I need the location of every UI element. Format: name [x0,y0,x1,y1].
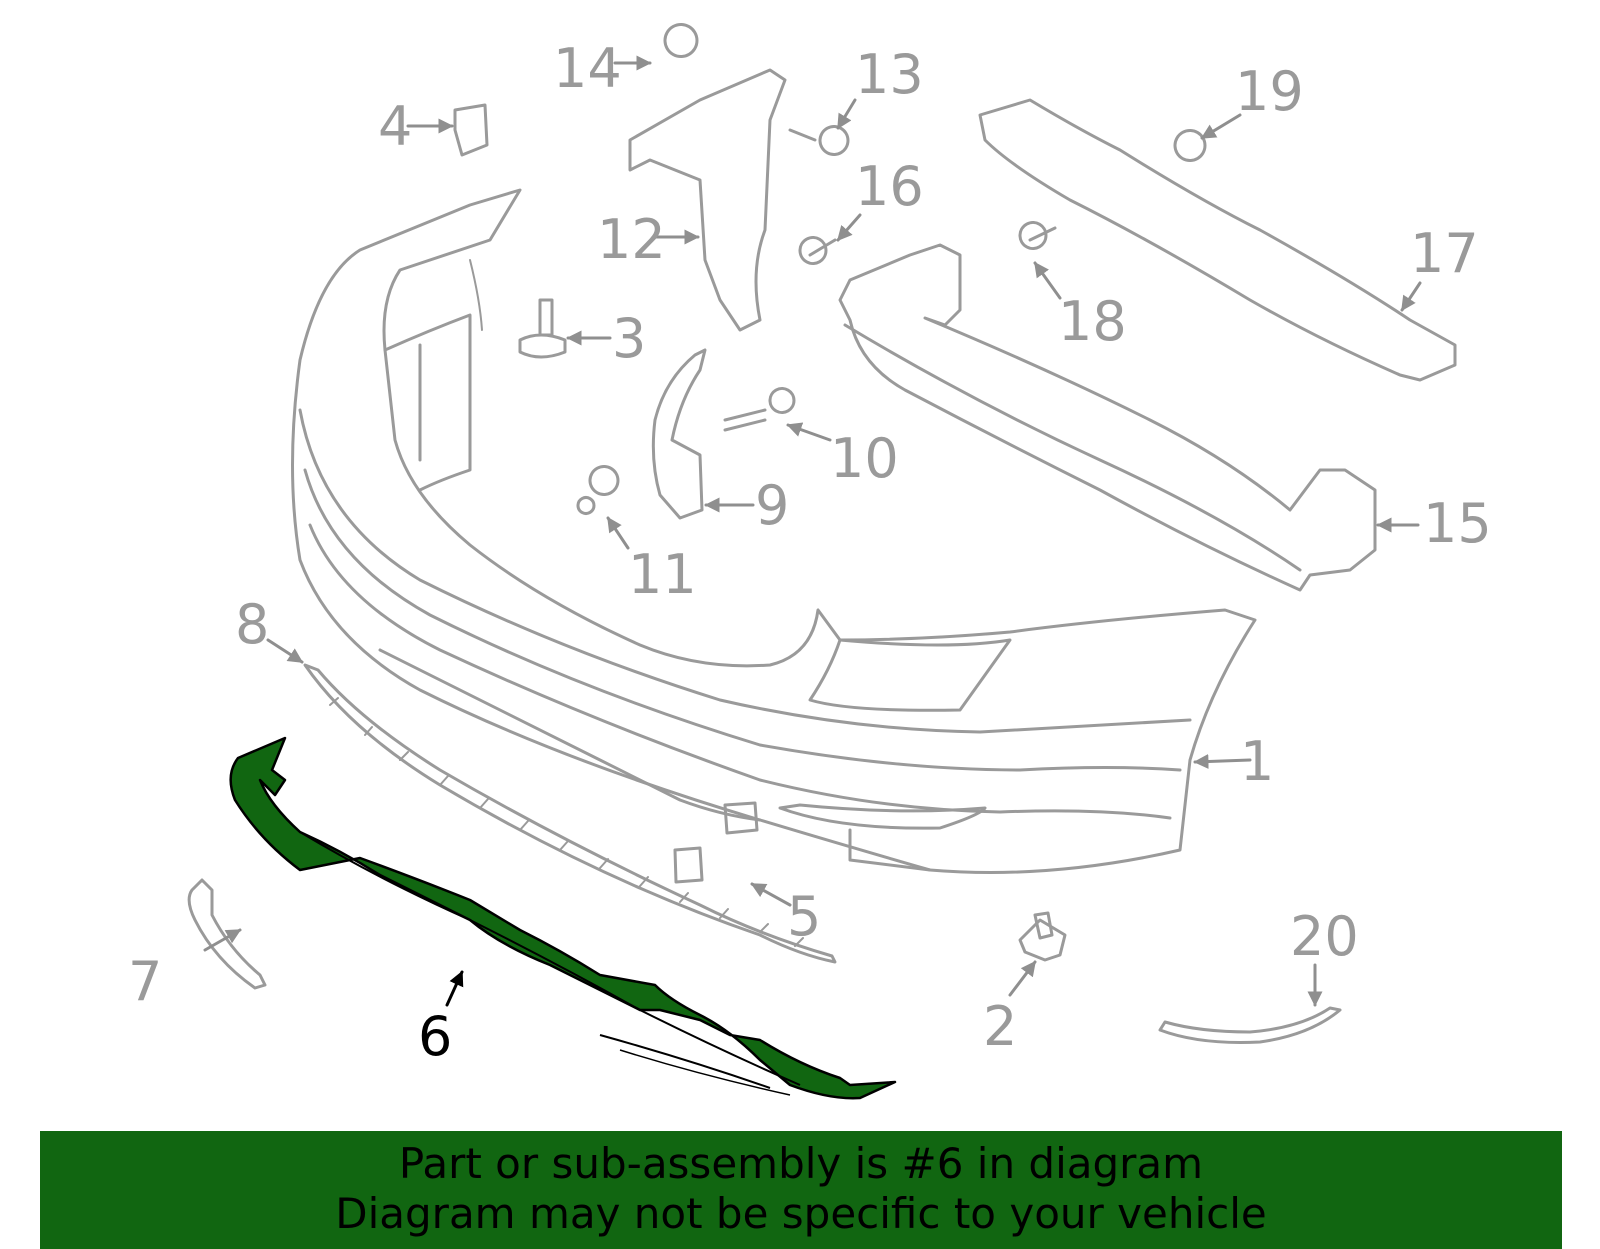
callout-20: 20 [1290,905,1359,968]
callout-3: 3 [612,307,646,370]
part-5-bracket [673,846,704,884]
callout-labels: 1 2 3 4 5 6 7 8 9 10 11 12 13 14 15 16 1… [128,37,1492,1068]
callout-14: 14 [553,37,622,100]
callout-10: 10 [830,427,899,490]
callout-11: 11 [628,543,697,606]
callout-15: 15 [1423,492,1492,555]
part-17-energy-absorber [978,98,1457,382]
callout-18: 18 [1058,290,1127,353]
part-8-retainer-strip [303,663,837,964]
part-1-bumper-cover [291,188,1257,874]
leader-lines [203,55,1422,1007]
callout-6: 6 [418,1005,452,1068]
banner-line-2: Diagram may not be specific to your vehi… [335,1189,1267,1238]
part-12-center-bracket [628,68,787,332]
callout-17: 17 [1410,222,1479,285]
part-20-trim-strip [1158,1006,1342,1044]
callout-1: 1 [1240,730,1274,793]
callout-8: 8 [235,593,269,656]
part-15-reinforcement-beam [838,243,1377,592]
callout-9: 9 [755,474,789,537]
callout-2: 2 [983,995,1017,1058]
callout-19: 19 [1235,60,1304,123]
callout-12: 12 [597,208,666,271]
banner-line-1: Part or sub-assembly is #6 in diagram [398,1139,1204,1188]
callout-13: 13 [855,43,924,106]
fasteners [453,23,1207,515]
callout-4: 4 [378,95,412,158]
info-banner: Part or sub-assembly is #6 in diagram Di… [40,1131,1562,1249]
part-2-clip [1018,911,1067,962]
part-9-side-bracket [651,348,707,520]
callout-16: 16 [855,155,924,218]
part-6-lower-valance [229,736,897,1100]
part-7-corner-bracket [187,878,267,990]
callout-5: 5 [787,885,821,948]
callout-7: 7 [128,950,162,1013]
